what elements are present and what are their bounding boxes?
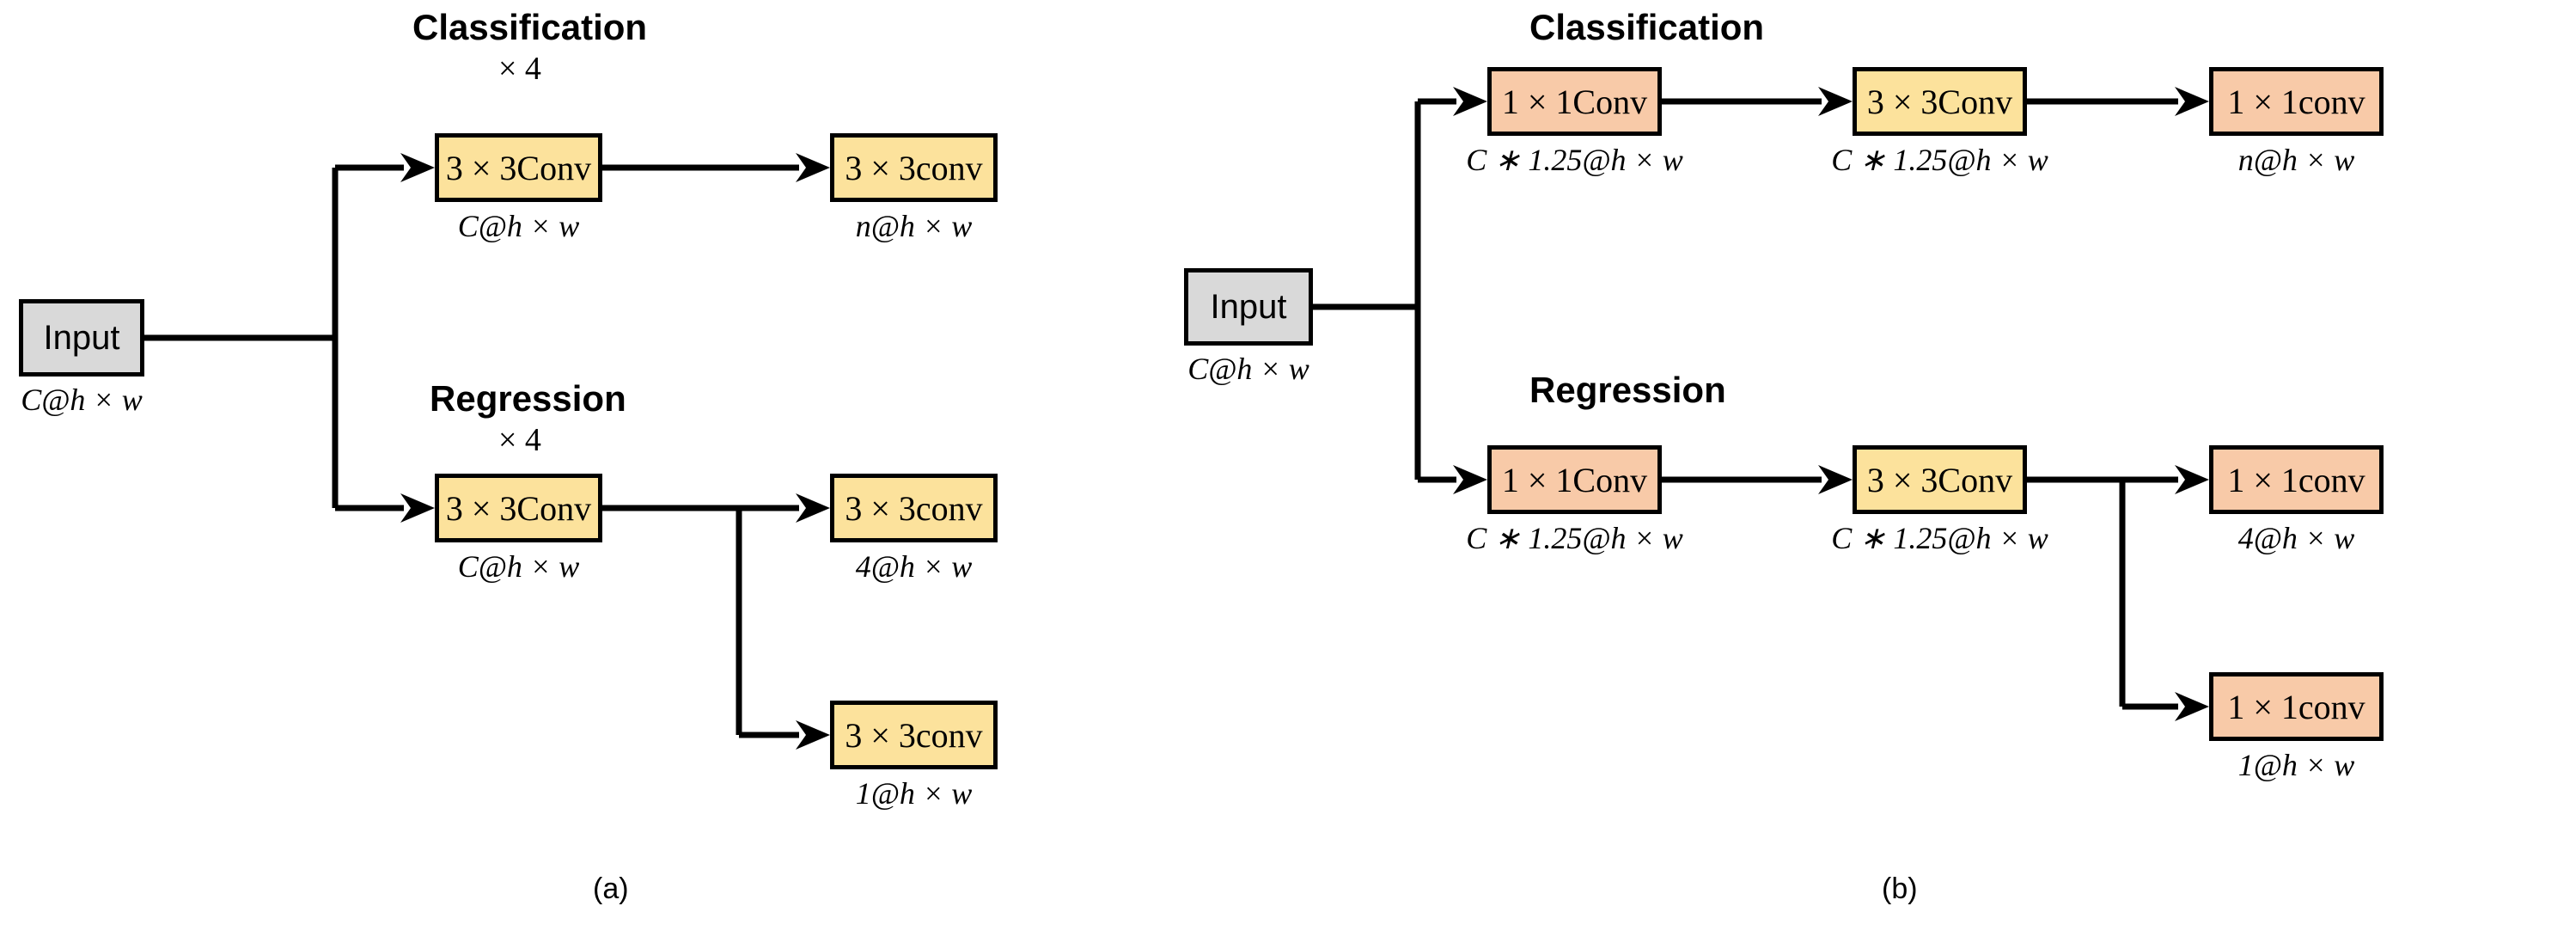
panel-a-cls-out-caption: n@h × w	[855, 209, 973, 243]
panel-b-input-box[interactable]: Input	[1184, 268, 1313, 346]
panel-a-classification-heading: Classification	[412, 7, 648, 47]
arrowhead-reg-out-top	[796, 493, 830, 523]
panel-a-figure-caption: (a)	[593, 872, 629, 905]
panel-b-reg-caption-2: C ∗ 1.25@h × w	[1831, 521, 2048, 555]
panel-b: Classification Input C@h × w 1 × 1Conv C…	[1143, 0, 2576, 949]
arrowhead-b-reg-out-top	[2175, 465, 2209, 494]
panel-a-reg-out-caption-1: 4@h × w	[855, 549, 973, 584]
arrowhead-b-cls-2	[1818, 87, 1853, 116]
panel-a-cls-conv-caption: C@h × w	[457, 209, 580, 243]
panel-b-cls-box-3[interactable]: 1 × 1conv	[2209, 67, 2384, 136]
panel-b-cls-label-3: 1 × 1conv	[2227, 82, 2365, 121]
panel-a-wires	[144, 153, 830, 750]
panel-b-reg-out-label-1: 1 × 1conv	[2227, 460, 2365, 499]
panel-a-classification-repeat: × 4	[498, 51, 541, 87]
panel-a-regression-repeat: × 4	[498, 422, 541, 458]
panel-b-reg-box-1[interactable]: 1 × 1Conv	[1487, 445, 1662, 514]
panel-b-cls-box-2[interactable]: 3 × 3Conv	[1853, 67, 2027, 136]
panel-a-input-caption: C@h × w	[21, 383, 143, 417]
panel-b-cls-caption-1: C ∗ 1.25@h × w	[1466, 143, 1683, 177]
panel-b-reg-out-label-2: 1 × 1conv	[2227, 687, 2365, 726]
panel-b-cls-box-1[interactable]: 1 × 1Conv	[1487, 67, 1662, 136]
arrowhead-cls-out	[796, 153, 830, 182]
panel-a-reg-out-box-1[interactable]: 3 × 3conv	[830, 474, 998, 542]
panel-b-cls-label-2: 3 × 3Conv	[1866, 82, 2013, 121]
panel-b-reg-label-1: 1 × 1Conv	[1501, 460, 1648, 499]
panel-a: Classification × 4 Input C@h × w 3 × 3Co…	[19, 7, 998, 905]
arrowhead-reg-out-bottom	[796, 720, 830, 750]
arrowhead-b-reg-1	[1453, 465, 1487, 494]
panel-b-cls-caption-3: n@h × w	[2237, 143, 2355, 177]
arrowhead-reg-conv	[400, 493, 435, 523]
panel-a-reg-conv-caption: C@h × w	[457, 549, 580, 584]
arrowhead-cls-conv	[400, 153, 435, 182]
panel-a-cls-out-box[interactable]: 3 × 3conv	[830, 133, 998, 202]
panel-a-reg-out-caption-2: 1@h × w	[855, 776, 973, 811]
panel-b-reg-caption-1: C ∗ 1.25@h × w	[1466, 521, 1683, 555]
panel-a-reg-conv-label: 3 × 3Conv	[445, 488, 592, 528]
panel-a-reg-out-label-2: 3 × 3conv	[845, 715, 983, 755]
arrowhead-b-cls-3	[2175, 87, 2209, 116]
panel-a-reg-conv-box[interactable]: 3 × 3Conv	[435, 474, 602, 542]
panel-b-classification-heading: Classification	[1529, 7, 1765, 47]
panel-a-cls-out-label: 3 × 3conv	[845, 148, 983, 187]
panel-b-reg-out-caption-1: 4@h × w	[2237, 521, 2355, 555]
panel-b-reg-label-2: 3 × 3Conv	[1866, 460, 2013, 499]
panel-a-input-label: Input	[43, 318, 120, 357]
panel-b-reg-out-box-2[interactable]: 1 × 1conv	[2209, 672, 2384, 741]
arrowhead-b-reg-2	[1818, 465, 1853, 494]
panel-b-regression-heading: Regression	[1529, 370, 1726, 410]
panel-b-cls-label-1: 1 × 1Conv	[1501, 82, 1648, 121]
panel-b-cls-caption-2: C ∗ 1.25@h × w	[1831, 143, 2048, 177]
panel-b-figure-caption: (b)	[1882, 872, 1918, 905]
panel-a-reg-out-box-2[interactable]: 3 × 3conv	[830, 701, 998, 769]
panel-b-wires	[1313, 87, 2209, 721]
panel-b-input-caption: C@h × w	[1187, 352, 1309, 386]
panel-b-input-label: Input	[1210, 287, 1287, 326]
panel-a-reg-out-label-1: 3 × 3conv	[845, 488, 983, 528]
panel-b-reg-out-box-1[interactable]: 1 × 1conv	[2209, 445, 2384, 514]
arrowhead-b-cls-1	[1453, 87, 1487, 116]
panel-a-cls-conv-box[interactable]: 3 × 3Conv	[435, 133, 602, 202]
panel-b-reg-out-caption-2: 1@h × w	[2237, 748, 2355, 782]
panel-b-reg-box-2[interactable]: 3 × 3Conv	[1853, 445, 2027, 514]
arrowhead-b-reg-out-bottom	[2175, 692, 2209, 721]
panel-a-input-box[interactable]: Input	[19, 299, 144, 377]
panel-a-regression-heading: Regression	[430, 378, 626, 419]
panel-a-cls-conv-label: 3 × 3Conv	[445, 148, 592, 187]
